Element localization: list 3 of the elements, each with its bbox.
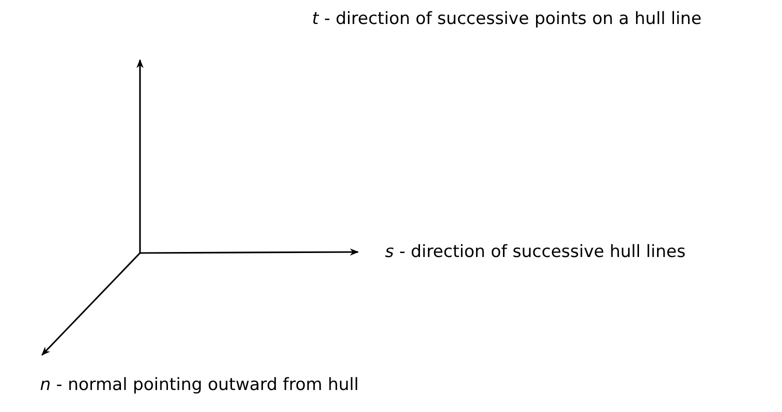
- axis-label: s - direction of successive hull lines: [385, 241, 686, 263]
- axis-label: t - direction of successive points on a hull line: [312, 8, 702, 30]
- axis-label: n - normal pointing outward from hull: [40, 374, 359, 396]
